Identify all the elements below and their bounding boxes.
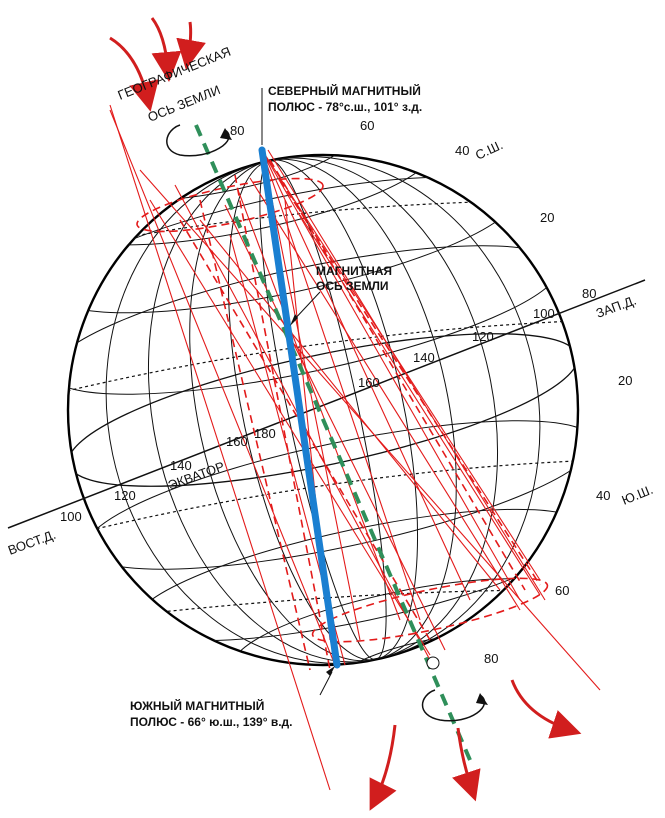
- south-pole-label-2: ПОЛЮС - 66° ю.ш., 139° в.д.: [130, 715, 293, 729]
- deg-label: 60: [555, 583, 569, 598]
- field-line: [199, 219, 501, 591]
- incoming-arrow: [150, 17, 182, 82]
- field-line: [109, 109, 336, 666]
- deg-label: 160: [358, 375, 380, 390]
- deg-label: 140: [170, 458, 192, 473]
- north-pole-label-1: СЕВЕРНЫЙ МАГНИТНЫЙ: [268, 83, 421, 98]
- mag-axis-label-2: ОСЬ ЗЕМЛИ: [316, 279, 389, 293]
- outgoing-arrow: [510, 679, 582, 739]
- field-line: [237, 189, 401, 621]
- field-line: [261, 149, 361, 641]
- deg-label: 20: [540, 210, 554, 225]
- deg-label: 40: [455, 143, 469, 158]
- field-line: [261, 149, 471, 601]
- south-geo-pole-marker: [426, 656, 440, 670]
- deg-label: 40: [596, 488, 610, 503]
- meridian: [189, 158, 457, 662]
- field-line: [261, 149, 541, 581]
- incoming-arrow: [176, 21, 206, 70]
- field-line-dashed: [234, 174, 331, 671]
- field-line: [261, 149, 521, 601]
- field-lines: [109, 104, 601, 791]
- incoming-arrow: [109, 36, 159, 112]
- geographic-axis: [194, 124, 472, 761]
- magnetic-latitude-dotted: [68, 459, 578, 541]
- field-line-dashed: [199, 199, 311, 671]
- deg-label: 80: [582, 286, 596, 301]
- north-latitude-label: С.Ш.: [473, 137, 505, 163]
- globe-outline: [66, 153, 580, 667]
- deg-label: 20: [618, 373, 632, 388]
- field-line-outer: [109, 104, 331, 791]
- field-line: [149, 199, 431, 656]
- field-line-dashed: [269, 159, 526, 591]
- outgoing-arrow: [452, 727, 481, 802]
- south-latitude-label: Ю.Ш.: [620, 482, 656, 508]
- field-line: [249, 177, 521, 611]
- outgoing-arrow: [369, 724, 397, 811]
- south-pole-label-1: ЮЖНЫЙ МАГНИТНЫЙ: [130, 698, 264, 713]
- deg-label: 60: [360, 118, 374, 133]
- field-line-dashed: [279, 179, 541, 586]
- north-pole-label-2: ПОЛЮС - 78°с.ш., 101° з.д.: [268, 100, 422, 114]
- rotation-arrow-south: [421, 689, 486, 722]
- solar-wind-arrows: [109, 17, 582, 811]
- magnetic-latitude-dotted: [68, 319, 578, 396]
- meridian: [105, 156, 541, 664]
- deg-label: 100: [533, 306, 555, 321]
- latitude-north-60: [68, 155, 432, 246]
- mag-axis-pointer-head: [290, 314, 298, 326]
- field-loop-north: [136, 177, 324, 233]
- equator-extension-line: [7, 279, 646, 529]
- mag-axis-label-1: МАГНИТНАЯ: [316, 264, 392, 278]
- deg-label: 120: [472, 329, 494, 344]
- field-line-outer: [139, 169, 601, 691]
- deg-label: 80: [230, 123, 244, 138]
- grid-lines: [68, 155, 578, 665]
- deg-label: 160: [226, 434, 248, 449]
- geo-axis-label-2: ОСЬ ЗЕМЛИ: [146, 82, 223, 125]
- deg-label: 80: [484, 651, 498, 666]
- magnetic-axis: [258, 146, 341, 669]
- deg-label: 140: [413, 350, 435, 365]
- east-longitude-label: ВОСТ.Д.: [6, 527, 58, 558]
- south-pole-pointer-head: [326, 666, 335, 676]
- rotation-arrow-north: [166, 124, 230, 157]
- rotation-arrow-south-head: [476, 693, 488, 705]
- rotation-arrow-north-head: [220, 128, 232, 140]
- deg-label: 180: [254, 426, 276, 441]
- deg-label: 120: [114, 488, 136, 503]
- field-loop-south: [311, 577, 549, 643]
- field-line: [267, 149, 546, 601]
- deg-label: 100: [60, 509, 82, 524]
- meridian: [147, 157, 499, 663]
